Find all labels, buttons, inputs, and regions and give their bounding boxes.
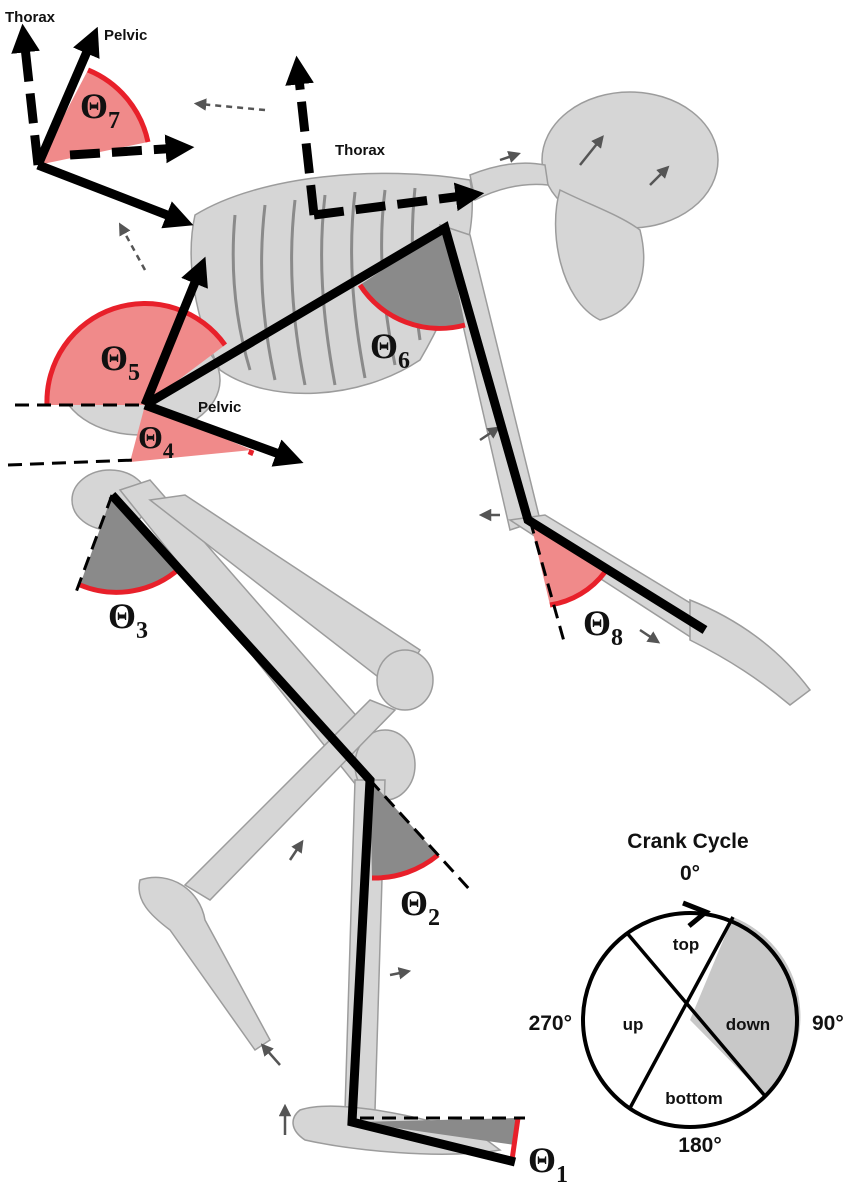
theta4-wedge [130, 405, 252, 462]
crank-deg-270: 270° [529, 1012, 572, 1035]
body-segments [108, 221, 708, 1167]
theta1-label: Θ1 [528, 1140, 568, 1188]
foot-far [138, 876, 271, 1052]
theta1-arc [509, 1117, 521, 1161]
trunk-segment [142, 221, 708, 634]
leg-segment [108, 491, 517, 1167]
frame-arrows [11, 23, 485, 467]
crank-cycle-diagram: Crank Cycle 0° top down up bottom 90° 27… [529, 830, 844, 1157]
theta1-wedge [355, 1118, 518, 1145]
thorax-label-upper: Thorax [335, 142, 386, 159]
theta4-arc [247, 449, 255, 456]
theta6-label: Θ6 [370, 326, 410, 374]
theta5-label: Θ5 [100, 338, 140, 386]
hand [689, 598, 812, 706]
theta4-label: Θ4 [138, 419, 174, 463]
jaw [554, 188, 645, 321]
thorax-axis-vertical [11, 23, 43, 166]
crank-deg-90: 90° [812, 1012, 844, 1035]
marker-arrows [118, 98, 670, 1135]
femur-far [148, 494, 422, 692]
crank-phase-bottom: bottom [665, 1089, 723, 1108]
theta2-arc [371, 853, 440, 881]
thorax-axis-horizontal [69, 134, 195, 164]
crank-circle [581, 911, 799, 1129]
theta6-wedge [360, 228, 465, 329]
reference-lines [7, 403, 567, 1120]
crank-cycle-title: Crank Cycle [627, 830, 748, 853]
crank-phase-down-fill [690, 917, 801, 1096]
crank-divider-1 [625, 931, 767, 1098]
crank-phase-top: top [673, 935, 699, 954]
angle-wedges [38, 67, 607, 1161]
theta7-arc [87, 67, 151, 143]
angle-labels: Θ7 Θ5 Θ4 Θ6 Θ3 Θ8 Θ2 Θ1 [80, 86, 623, 1188]
thorax-upper-horizontal [313, 182, 485, 220]
pelvic-label-hip: Pelvic [198, 399, 241, 416]
crank-deg-180: 180° [678, 1134, 721, 1157]
thorax-upper-vertical [285, 55, 319, 216]
cervical-spine [469, 162, 549, 202]
crank-deg-0: 0° [680, 862, 700, 885]
theta8-arc [549, 570, 607, 608]
thorax-label-left: Thorax [5, 9, 56, 26]
theta8-label: Θ8 [583, 603, 623, 651]
crank-divider-2 [628, 916, 735, 1109]
pelvic-axis-horizontal [36, 160, 194, 229]
crank-rotation-arrow-icon [682, 900, 711, 928]
theta6-arc [357, 283, 466, 331]
crank-phase-down: down [726, 1015, 770, 1034]
pelvic-axis-vertical [33, 26, 100, 167]
theta2-wedge [370, 780, 438, 879]
theta3-wedge [80, 495, 180, 593]
theta5-arc [44, 301, 228, 406]
pelvic-hip-vertical [140, 256, 208, 407]
theta7-label: Θ7 [80, 86, 120, 134]
theta2-label: Θ2 [400, 883, 440, 931]
theta3-arc [79, 566, 182, 595]
knee-far [376, 649, 434, 711]
theta3-label: Θ3 [108, 596, 148, 644]
crank-phase-up: up [623, 1015, 644, 1034]
pelvic-hip-horizontal [143, 400, 304, 467]
pelvic-label-left: Pelvic [104, 27, 147, 44]
